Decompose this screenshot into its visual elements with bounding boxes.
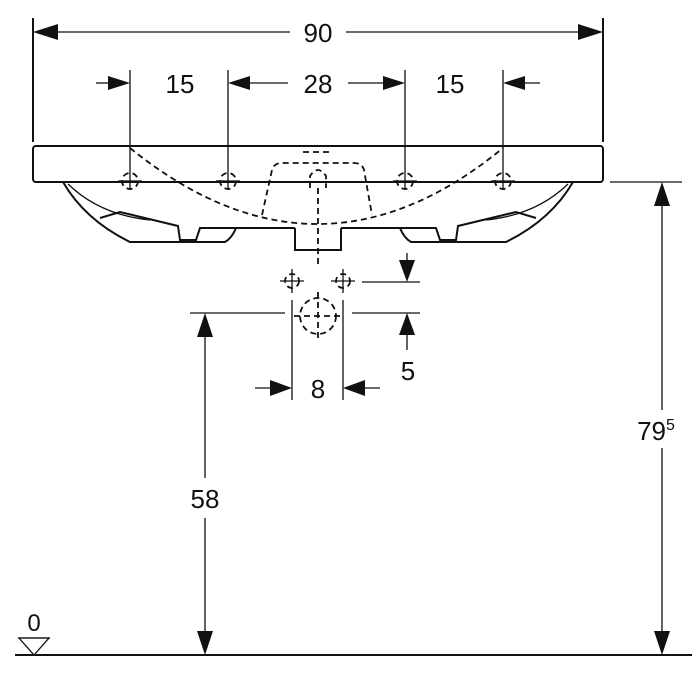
hole-spacing-dimension: 15 28 15 [96, 69, 540, 190]
basin-height-label: 795 [637, 416, 675, 446]
overall-width-dimension: 90 [32, 18, 604, 142]
floor-level: 0 [15, 610, 692, 656]
fixture-height-label: 58 [191, 484, 220, 514]
hole-marker [118, 172, 142, 190]
hole-marker [216, 172, 240, 190]
wall-fixtures [280, 269, 355, 342]
drop-label: 5 [401, 356, 415, 386]
hole-marker [393, 172, 417, 190]
floor-level-label: 0 [27, 610, 40, 637]
left-offset-label: 15 [166, 69, 195, 99]
washbasin-outline [32, 145, 604, 265]
fixture-spacing-dimension: 8 [255, 300, 380, 404]
basin-height-dimension: 795 [610, 181, 682, 655]
right-offset-label: 15 [436, 69, 465, 99]
drop-dimension: 5 [190, 253, 420, 386]
fixture-spacing-label: 8 [311, 374, 325, 404]
fixture-height-dimension: 58 [191, 313, 220, 655]
width-label: 90 [304, 18, 333, 48]
center-spacing-label: 28 [304, 69, 333, 99]
hole-marker [491, 172, 515, 190]
